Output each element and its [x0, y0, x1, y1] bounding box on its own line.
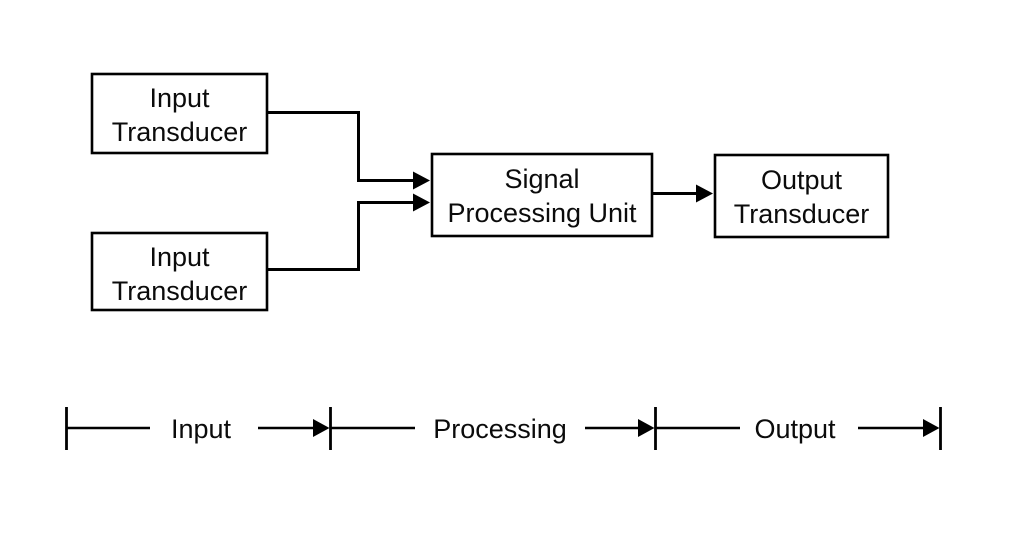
- signal-processing-unit-label-line2: Processing Unit: [447, 198, 637, 228]
- arrowhead-output-icon: [696, 184, 713, 203]
- output-transducer-block: Output Transducer: [713, 153, 890, 239]
- signal-processing-unit-block: Signal Processing Unit: [430, 152, 654, 238]
- input-transducer-2-block: Input Transducer: [90, 231, 269, 312]
- input-transducer-1-box: [90, 72, 269, 155]
- timeline-input-arrowhead-icon: [313, 419, 330, 437]
- input-transducer-2-label-line2: Transducer: [112, 276, 248, 306]
- connector-input2-wire: [267, 201, 414, 271]
- stage-timeline: Input Processing Output: [65, 407, 942, 450]
- timeline-processing-arrowhead-icon: [638, 419, 655, 437]
- connector-input1-wire: [267, 111, 414, 182]
- output-transducer-label-line1: Output: [761, 165, 843, 195]
- timeline-input-label: Input: [171, 414, 232, 444]
- input-transducer-1-label-line2: Transducer: [112, 117, 248, 147]
- arrowhead-input2-icon: [413, 193, 430, 212]
- signal-processing-unit-label-line1: Signal: [504, 164, 579, 194]
- input-transducer-1-block: Input Transducer: [90, 72, 269, 155]
- output-transducer-label-line2: Transducer: [734, 199, 870, 229]
- connector-spu-to-output: [652, 184, 713, 203]
- connector-input1-to-spu: [267, 111, 430, 190]
- timeline-processing-label: Processing: [433, 414, 567, 444]
- timeline-output-arrowhead-icon: [923, 419, 940, 437]
- connector-input2-to-spu: [267, 193, 430, 271]
- input-transducer-2-label-line1: Input: [149, 242, 210, 272]
- timeline-output-label: Output: [754, 414, 836, 444]
- output-transducer-box: [713, 153, 890, 239]
- signal-processing-unit-box: [430, 152, 654, 238]
- arrowhead-input1-icon: [413, 171, 430, 190]
- input-transducer-1-label-line1: Input: [149, 83, 210, 113]
- input-transducer-2-box: [90, 231, 269, 312]
